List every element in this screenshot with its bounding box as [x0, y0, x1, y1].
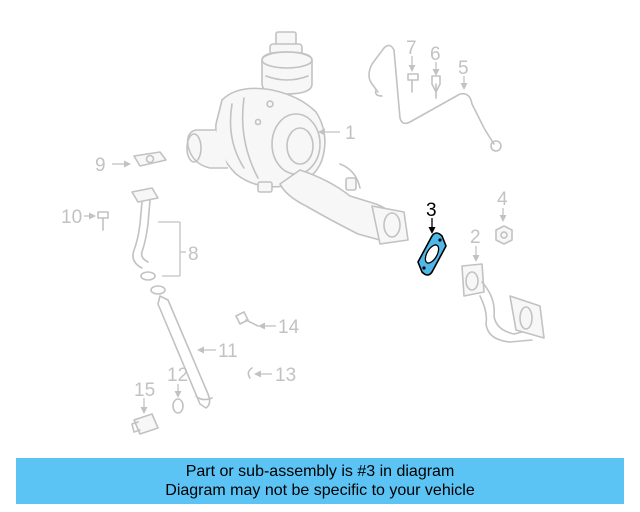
callout-9: 9 [95, 155, 106, 176]
banner-line-2: Diagram may not be specific to your vehi… [165, 482, 475, 499]
callout-15: 15 [134, 380, 155, 401]
callout-11: 11 [218, 341, 238, 362]
nut-part-4[interactable]: 4 [495, 189, 513, 245]
callout-4: 4 [497, 189, 508, 210]
callout-8: 8 [188, 244, 199, 265]
callout-2: 2 [470, 227, 481, 248]
info-banner: Part or sub-assembly is #3 in diagram Di… [16, 458, 624, 504]
oil-line-part-5[interactable]: 5 [368, 44, 502, 152]
clip-part-13[interactable]: 13 [247, 365, 296, 386]
callout-3: 3 [426, 200, 437, 221]
banner-line-1: Part or sub-assembly is #3 in diagram [185, 463, 455, 480]
callout-5: 5 [458, 58, 469, 79]
exhaust-pipe-part-2[interactable]: 2 [461, 227, 545, 343]
bolt-part-7[interactable]: 7 [406, 38, 419, 93]
callout-1: 1 [345, 123, 356, 144]
callout-12: 12 [167, 365, 188, 386]
seal-part-12[interactable]: 12 [167, 365, 188, 414]
callout-14: 14 [278, 317, 300, 338]
callout-13: 13 [275, 365, 296, 386]
bolt-part-10[interactable]: 10 [61, 207, 109, 231]
pipe-set-part-8[interactable]: 8 [131, 187, 199, 295]
gasket-part-9[interactable]: 9 [95, 151, 167, 176]
fitting-part-6[interactable]: 6 [430, 44, 441, 99]
callout-6: 6 [430, 44, 441, 65]
callout-10: 10 [61, 207, 82, 228]
turbocharger-part-1[interactable]: 1 [186, 31, 409, 245]
bolt-part-14[interactable]: 14 [235, 311, 300, 338]
bolt-part-15[interactable]: 15 [131, 380, 159, 435]
gasket-part-3[interactable]: 3 [417, 200, 447, 276]
tube-part-11[interactable]: 11 [157, 295, 238, 409]
callout-7: 7 [406, 38, 417, 59]
